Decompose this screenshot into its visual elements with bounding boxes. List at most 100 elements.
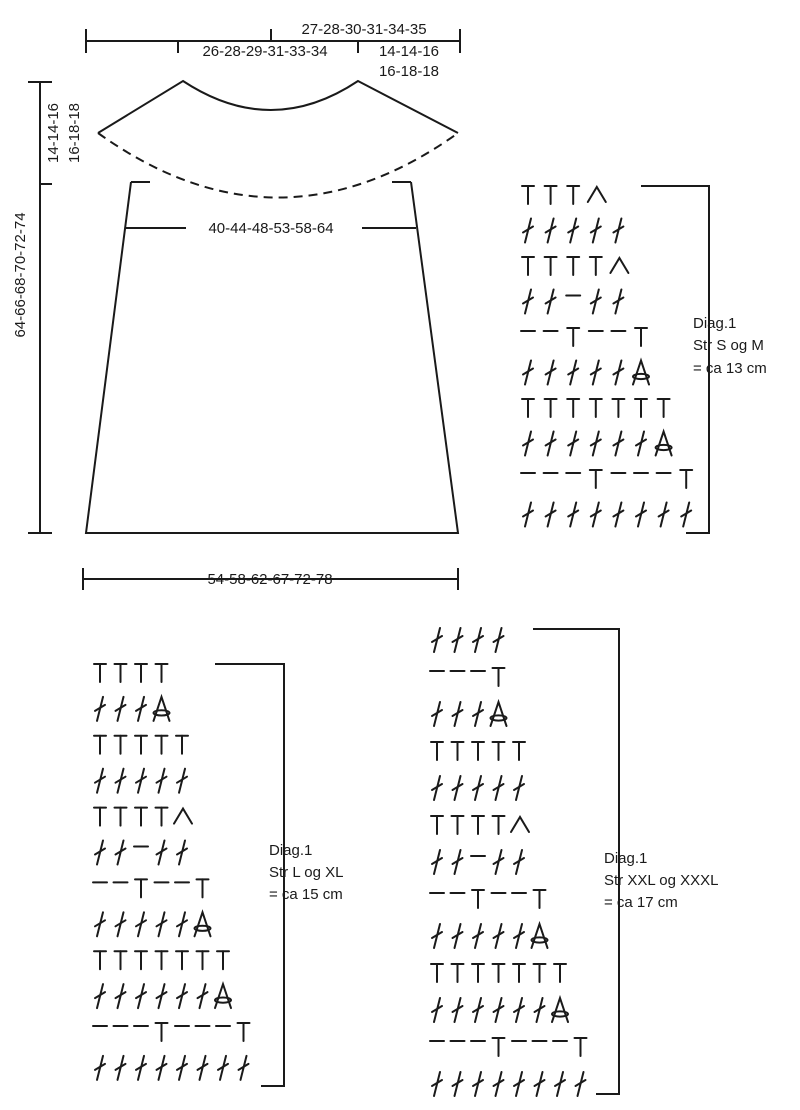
half-treble-stitch-symbol — [450, 815, 465, 835]
half-treble-stitch-symbol — [216, 950, 230, 971]
half-treble-stitch-symbol — [195, 878, 210, 899]
treble-stitch-symbol — [589, 288, 602, 315]
half-treble-stitch-symbol — [93, 806, 107, 827]
half-treble-stitch-symbol — [113, 663, 128, 683]
half-treble-stitch-symbol — [134, 806, 148, 827]
treble-stitch-symbol — [492, 1071, 505, 1097]
diagram-xxl-xxxl-bracket — [533, 628, 620, 1095]
half-treble-stitch-symbol — [93, 950, 107, 971]
half-treble-stitch-symbol — [134, 950, 148, 971]
yoke-depth-label-2: 16-18-18 — [66, 103, 83, 163]
half-treble-stitch-symbol — [634, 327, 648, 347]
half-treble-stitch-symbol — [521, 256, 535, 276]
treble-stitch-symbol — [472, 701, 484, 727]
treble-stitch-symbol — [431, 627, 443, 653]
half-treble-stitch-symbol — [566, 256, 581, 276]
half-treble-stitch-symbol — [236, 1022, 251, 1042]
treble-stitch-symbol — [431, 923, 443, 949]
half-treble-stitch-symbol — [154, 734, 169, 755]
treble-stitch-symbol — [196, 983, 209, 1010]
half-treble-stitch-symbol — [588, 469, 603, 489]
half-treble-stitch-symbol — [154, 663, 169, 683]
treble-stitch-symbol — [533, 997, 546, 1023]
half-treble-stitch-symbol — [175, 734, 189, 755]
neckline — [97, 79, 459, 134]
treble-stitch-symbol — [196, 1054, 209, 1081]
treble-stitch-symbol — [472, 1071, 484, 1097]
treble-stitch-symbol — [114, 983, 127, 1010]
diagram-l-xl-title: Diag.1 — [269, 842, 312, 859]
treble-cluster-symbol — [654, 428, 673, 457]
treble-stitch-symbol — [472, 627, 484, 653]
half-treble-stitch-symbol — [656, 398, 671, 418]
treble-stitch-symbol — [94, 911, 106, 938]
treble-stitch-symbol — [589, 430, 602, 457]
diagram-l-xl-chart — [92, 663, 251, 1081]
half-treble-stitch-symbol — [566, 398, 581, 418]
total-length-label: 64-66-68-70-72-74 — [12, 212, 29, 337]
treble-stitch-symbol — [94, 983, 106, 1010]
treble-stitch-symbol — [544, 217, 557, 244]
treble-stitch-symbol — [472, 997, 484, 1023]
half-treble-stitch-symbol — [491, 1037, 506, 1057]
diagram-s-m-title: Diag.1 — [693, 315, 736, 332]
skip-arch-symbol — [173, 806, 193, 825]
diagram-s-m-chart — [520, 185, 694, 528]
half-treble-stitch-symbol — [491, 815, 506, 835]
treble-stitch-symbol — [176, 767, 188, 794]
treble-stitch-symbol — [176, 839, 188, 866]
half-treble-stitch-symbol — [134, 734, 148, 755]
half-treble-stitch-symbol — [471, 889, 485, 909]
half-treble-stitch-symbol — [573, 1037, 588, 1057]
treble-stitch-symbol — [567, 501, 580, 528]
treble-stitch-symbol — [612, 217, 625, 244]
treble-cluster-symbol — [551, 994, 569, 1023]
half-treble-stitch-symbol — [430, 963, 444, 983]
treble-stitch-symbol — [94, 767, 106, 794]
garment-schematic — [28, 29, 461, 590]
body-outline — [84, 181, 460, 534]
half-treble-stitch-symbol — [134, 663, 148, 683]
treble-stitch-symbol — [544, 501, 557, 528]
half-treble-stitch-symbol — [611, 398, 626, 418]
treble-stitch-symbol — [431, 775, 443, 801]
treble-stitch-symbol — [680, 501, 693, 528]
treble-stitch-symbol — [114, 1054, 127, 1081]
half-treble-stitch-symbol — [532, 963, 547, 983]
half-treble-stitch-symbol — [93, 734, 107, 755]
treble-stitch-symbol — [522, 217, 534, 244]
treble-stitch-symbol — [544, 430, 557, 457]
treble-stitch-symbol — [522, 430, 534, 457]
treble-stitch-symbol — [451, 997, 464, 1023]
half-treble-stitch-symbol — [154, 806, 169, 827]
treble-stitch-symbol — [492, 627, 505, 653]
half-treble-stitch-symbol — [175, 950, 189, 971]
treble-stitch-symbol — [451, 1071, 464, 1097]
treble-stitch-symbol — [612, 430, 625, 457]
treble-stitch-symbol — [217, 1054, 229, 1081]
treble-stitch-symbol — [94, 1054, 106, 1081]
treble-stitch-symbol — [589, 359, 602, 386]
half-treble-stitch-symbol — [154, 1022, 169, 1042]
treble-stitch-symbol — [492, 775, 505, 801]
diagram-s-m-bracket — [641, 185, 710, 534]
treble-stitch-symbol — [567, 217, 580, 244]
treble-stitch-symbol — [589, 501, 602, 528]
treble-stitch-symbol — [472, 923, 484, 949]
skip-arch-symbol — [510, 815, 530, 833]
half-treble-stitch-symbol — [113, 950, 128, 971]
treble-stitch-symbol — [135, 1054, 147, 1081]
half-treble-stitch-symbol — [532, 889, 547, 909]
half-treble-stitch-symbol — [430, 741, 444, 761]
treble-stitch-symbol — [135, 695, 147, 722]
schematic-labels: 27-28-30-31-34-35 26-28-29-31-33-34 14-1… — [12, 21, 439, 588]
treble-stitch-symbol — [513, 1071, 525, 1097]
treble-stitch-symbol — [567, 359, 580, 386]
treble-stitch-symbol — [114, 839, 127, 866]
diagram-xxl-xxxl-chart — [429, 627, 588, 1097]
treble-stitch-symbol — [635, 430, 647, 457]
treble-stitch-symbol — [513, 775, 525, 801]
treble-stitch-symbol — [431, 701, 443, 727]
half-treble-stitch-symbol — [543, 185, 558, 205]
treble-stitch-symbol — [451, 627, 464, 653]
